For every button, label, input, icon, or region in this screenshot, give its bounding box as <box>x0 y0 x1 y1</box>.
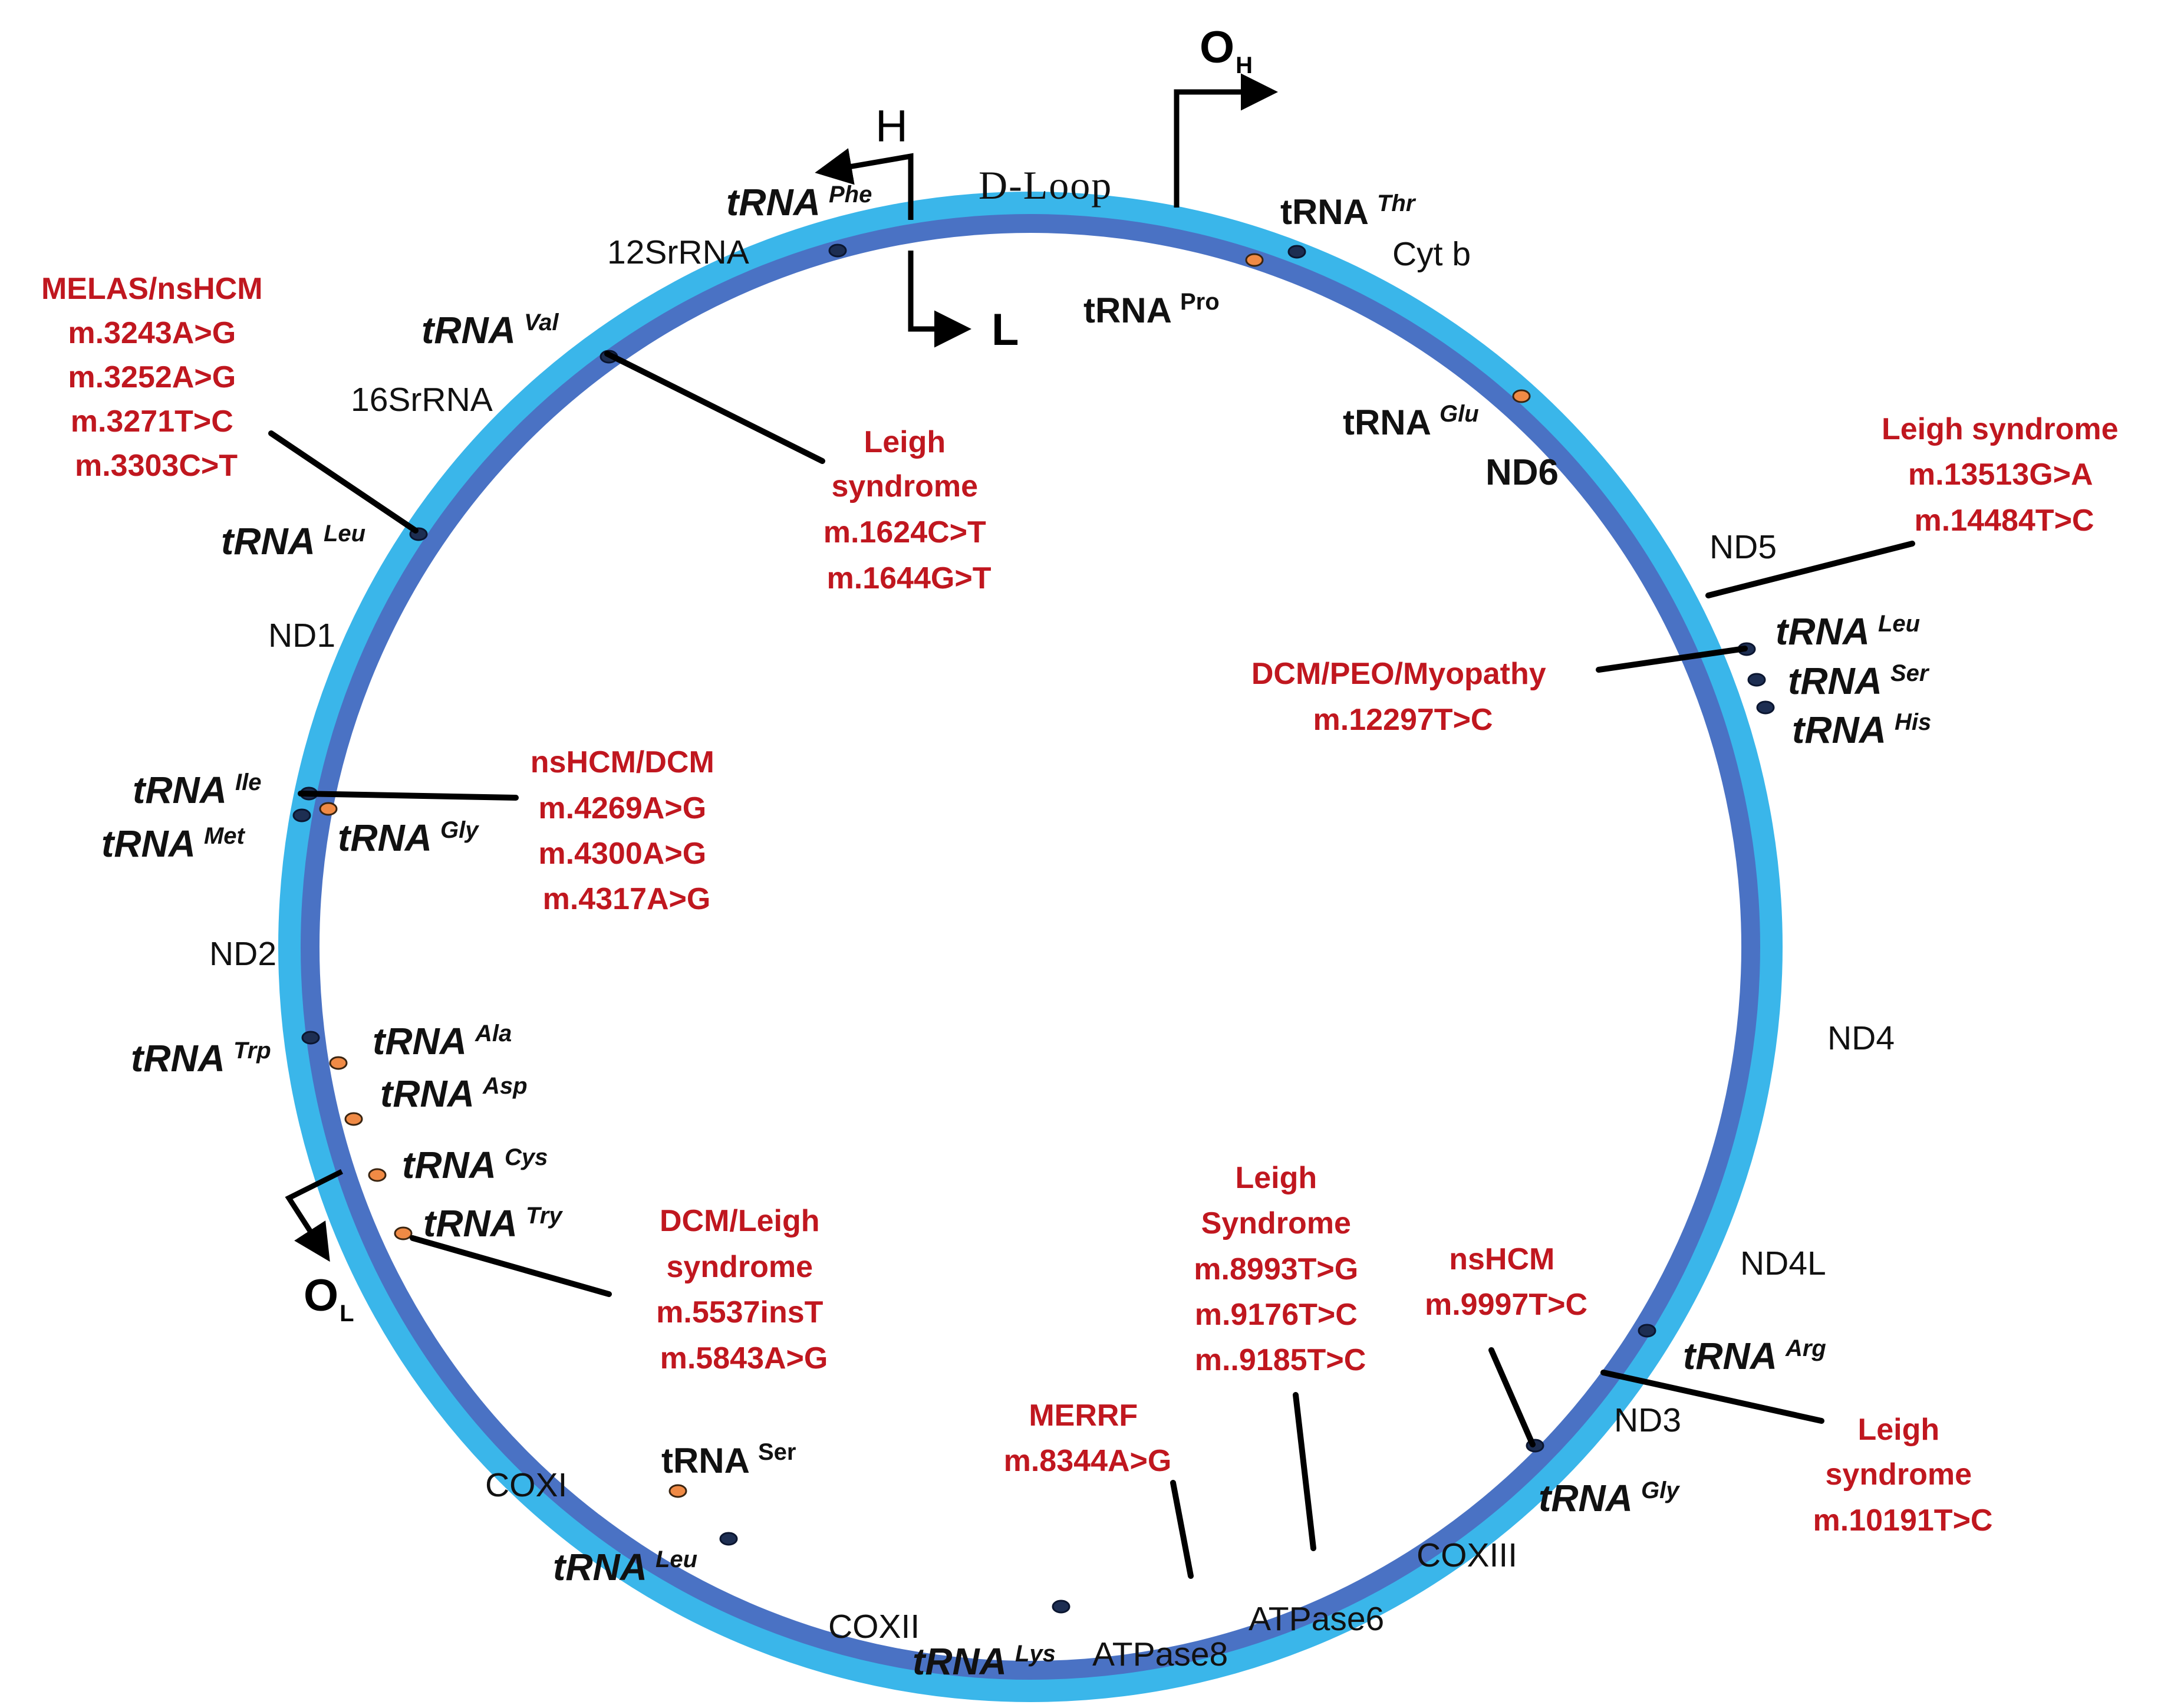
marker-trna-leu-bottom <box>719 1532 738 1546</box>
leader-leigh-atp6 <box>1293 1392 1316 1551</box>
gene-nd4l: ND4L <box>1740 1245 1826 1282</box>
light-strand-label: L <box>992 305 1019 355</box>
gene-nd2: ND2 <box>209 935 276 973</box>
leader-leigh-12s <box>604 351 825 464</box>
marker-trna-ala <box>329 1056 348 1070</box>
marker-trna-trp <box>301 1031 320 1045</box>
light-strand-promoter-arrow <box>908 251 971 348</box>
callout-leigh-nd5: Leigh syndrome m.13513G>A m.14484T>C <box>1882 412 2127 538</box>
leader-dcm-peo <box>1596 646 1748 673</box>
replication-arrows <box>285 73 1278 1262</box>
marker-trna-ser2 <box>1747 673 1766 687</box>
leader-melas <box>268 430 419 534</box>
gene-nd4: ND4 <box>1827 1019 1895 1057</box>
callout-nshcm-dcm: nsHCM/DCM m.4269A>G m.4300A>G m.4317A>G <box>531 745 723 916</box>
marker-trna-phe <box>828 243 847 258</box>
mutation-callouts: MELAS/nsHCM m.3243A>G m.3252A>G m.3271T>… <box>41 272 2127 1538</box>
marker-trna-met <box>292 808 311 822</box>
leader-dcm-leigh <box>410 1235 612 1297</box>
callout-leigh-12s: Leigh syndrome m.1624C>T m.1644G>T <box>824 425 995 595</box>
callout-dcm-peo: DCM/PEO/Myopathy m.12297T>C <box>1251 657 1554 737</box>
heavy-strand-label: H <box>875 101 908 152</box>
ol-label: OL <box>304 1271 354 1327</box>
gene-12s-rrna: 12SrRNA <box>607 233 749 271</box>
callout-merrf: MERRF m.8344A>G <box>1004 1398 1172 1478</box>
oh-arrow <box>1174 73 1278 208</box>
leader-merrf <box>1170 1480 1194 1579</box>
marker-trna-thr <box>1287 245 1306 259</box>
gene-16s-rrna: 16SrRNA <box>351 381 493 419</box>
heavy-strand-promoter-arrow <box>815 148 914 220</box>
marker-trna-his <box>1756 700 1775 715</box>
marker-trna-ser1 <box>668 1484 687 1498</box>
leader-lines <box>268 351 1915 1579</box>
callout-leigh-nd3: Leigh syndrome m.10191T>C <box>1813 1413 1993 1538</box>
gene-coxiii: COXIII <box>1417 1536 1517 1574</box>
leader-nshcm-cox3 <box>1488 1347 1536 1447</box>
ol-arrow <box>285 1169 344 1262</box>
gene-atpase6: ATPase6 <box>1249 1600 1384 1638</box>
oh-label: OH <box>1200 22 1253 78</box>
outer-heavy-strand-ring <box>278 192 1783 1702</box>
marker-trna-try <box>394 1226 413 1240</box>
gene-coxii: COXII <box>828 1608 920 1646</box>
inner-light-strand-ring <box>301 214 1760 1680</box>
callout-melas: MELAS/nsHCM m.3243A>G m.3252A>G m.3271T>… <box>41 272 271 483</box>
marker-trna-asp <box>344 1112 363 1126</box>
marker-trna-arg <box>1638 1324 1656 1338</box>
leader-leigh-nd3 <box>1600 1370 1824 1424</box>
gene-nd5: ND5 <box>1709 528 1777 566</box>
leader-leigh-nd5 <box>1705 541 1915 598</box>
marker-trna-cys <box>368 1168 387 1182</box>
marker-trna-pro <box>1245 253 1264 267</box>
marker-trna-gly-left <box>319 802 338 816</box>
gene-labels: 12SrRNA 16SrRNA ND1 ND2 COXI COXII ATPas… <box>209 233 1895 1673</box>
callout-dcm-leigh: DCM/Leigh syndrome m.5537insT m.5843A>G <box>656 1204 832 1375</box>
marker-trna-lys <box>1052 1600 1070 1614</box>
gene-nd3: ND3 <box>1614 1401 1681 1439</box>
gene-nd1: ND1 <box>268 617 335 654</box>
gene-cytb: Cyt b <box>1392 235 1471 273</box>
gene-atpase8: ATPase8 <box>1092 1635 1228 1673</box>
callout-nshcm-cox3: nsHCM m.9997T>C <box>1425 1242 1587 1322</box>
d-loop-label: D-Loop <box>979 163 1112 208</box>
marker-trna-glu <box>1512 389 1531 403</box>
callout-leigh-atp6: Leigh Syndrome m.8993T>G m.9176T>C m..91… <box>1194 1161 1366 1377</box>
leader-nshcm-dcm <box>298 791 519 801</box>
gene-coxi: COXI <box>485 1466 567 1504</box>
gene-nd6: ND6 <box>1485 452 1559 493</box>
mtdna-circle <box>278 192 1783 1702</box>
